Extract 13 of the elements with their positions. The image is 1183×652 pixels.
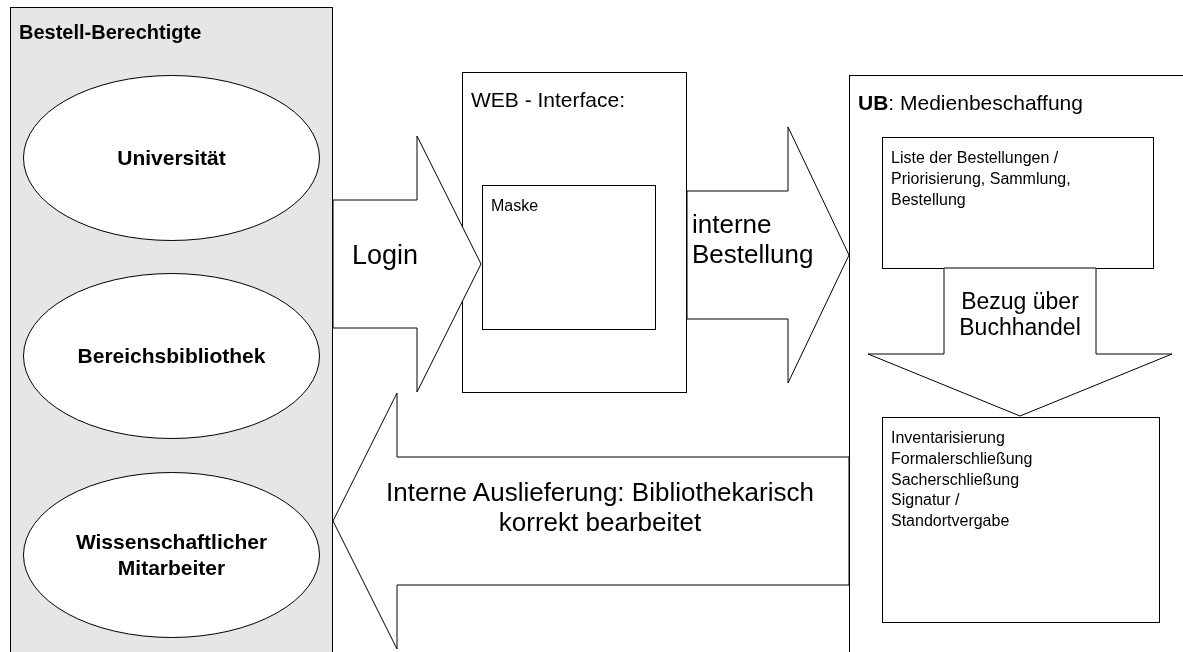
block-arrow (332, 135, 482, 393)
node-text: Universität (117, 144, 226, 171)
box-title: Bestell-Berechtigte (19, 20, 202, 45)
node-text: Bereichsbibliothek (77, 342, 266, 369)
box-title: UB: Medienbeschaffung (858, 90, 1083, 116)
process-box (882, 417, 1160, 623)
process-box (482, 185, 656, 330)
box-title: WEB - Interface: (471, 87, 626, 113)
box-title: Maske (491, 196, 539, 216)
box-title: Inventarisierung Formalerschließung Sacherschließung Signatur / Standortvergabe (891, 428, 1034, 532)
node-text: Wissenschaftlicher Mitarbeiter (74, 528, 269, 581)
group-panel (10, 7, 333, 652)
box-title: Liste der Bestellungen / Priorisierung, Sammlung, Bestellung (891, 148, 1072, 210)
